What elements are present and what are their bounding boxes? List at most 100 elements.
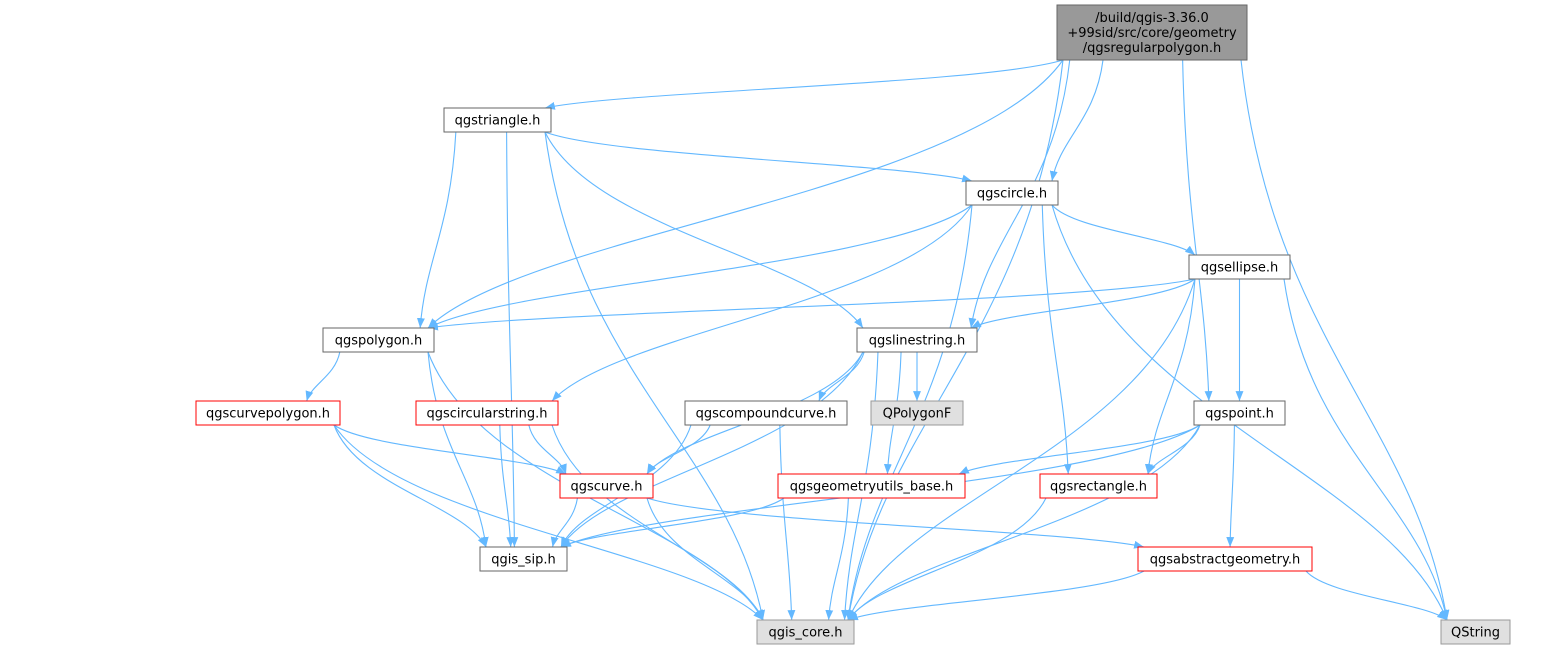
- node-box-qgis_sip: [479, 546, 568, 572]
- node-label-qgsabstractgeometry: qgsabstractgeometry.h: [1150, 553, 1300, 568]
- edge-qgsellipse-to-qgslinestring: [970, 278, 1196, 329]
- node-qgsabstractgeometry[interactable]: qgsabstractgeometry.h: [1137, 546, 1313, 572]
- edge-qgspolygon-to-qgis_sip: [427, 351, 489, 548]
- edge-root-to-qgscircle: [1049, 59, 1104, 182]
- edge-qgslinestring-to-qgis_core: [841, 351, 879, 621]
- edge-qgstriangle-to-qgspolygon: [416, 131, 457, 329]
- node-box-qgis_core: [756, 619, 855, 645]
- edge-qgscircle-to-qgscircularstring: [551, 204, 973, 402]
- edges-layer: [305, 59, 1450, 621]
- edge-qgsgeometryutils_base-to-qgis_core: [825, 497, 849, 621]
- node-box-qgscompoundcurve: [684, 400, 848, 426]
- node-qgscompoundcurve[interactable]: qgscompoundcurve.h: [684, 400, 848, 426]
- node-label-qgsgeometryutils_base: qgsgeometryutils_base.h: [790, 480, 953, 495]
- edge-qgsellipse-to-qgis_core: [847, 278, 1196, 621]
- node-box-root: [1056, 4, 1248, 61]
- edge-root-to-qgspolygon: [427, 59, 1064, 329]
- node-box-qgscurvepolygon: [195, 400, 341, 426]
- node-qgscircle[interactable]: qgscircle.h: [965, 180, 1059, 206]
- edge-qgslinestring-to-qgis_sip: [560, 351, 864, 548]
- node-label-root: +99sid/src/core/geometry: [1067, 26, 1237, 41]
- node-qgstriangle[interactable]: qgstriangle.h: [443, 107, 552, 133]
- edge-qgscircle-to-QString: [1051, 204, 1448, 621]
- node-box-qgscircularstring: [415, 400, 559, 426]
- node-qgscircularstring[interactable]: qgscircularstring.h: [415, 400, 559, 426]
- edge-qgspoint-to-qgsgeometryutils_base: [958, 424, 1201, 475]
- edge-qgstriangle-to-qgis_sip: [506, 131, 519, 548]
- node-label-qgspoint: qgspoint.h: [1205, 407, 1274, 422]
- edge-qgsabstractgeometry-to-qgis_core: [847, 570, 1145, 621]
- edge-root-to-QString: [1240, 59, 1450, 621]
- node-qgsgeometryutils_base[interactable]: qgsgeometryutils_base.h: [777, 473, 966, 499]
- node-label-qgscurvepolygon: qgscurvepolygon.h: [206, 407, 330, 422]
- edge-qgstriangle-to-qgscircle: [544, 131, 973, 183]
- edge-root-to-qgstriangle: [544, 59, 1064, 110]
- node-label-qgis_core: qgis_core.h: [769, 626, 843, 641]
- node-label-qgspolygon: qgspolygon.h: [335, 334, 423, 349]
- edge-qgspoint-to-qgsrectangle: [1147, 424, 1201, 475]
- node-box-qgscurve: [559, 473, 654, 499]
- node-qgslinestring[interactable]: qgslinestring.h: [856, 327, 978, 353]
- node-box-qgstriangle: [443, 107, 552, 133]
- node-label-qgscircularstring: qgscircularstring.h: [426, 407, 547, 422]
- edge-root-to-qgis_core: [845, 59, 1064, 621]
- node-box-QString: [1440, 619, 1511, 645]
- edge-qgstriangle-to-qgslinestring: [544, 131, 864, 329]
- edge-qgsgeometryutils_base-to-qgis_sip: [560, 497, 785, 548]
- nodes-layer: /build/qgis-3.36.0+99sid/src/core/geomet…: [195, 4, 1511, 645]
- node-box-qgsellipse: [1188, 254, 1291, 280]
- node-box-qgsrectangle: [1039, 473, 1158, 499]
- edge-qgstriangle-to-qgis_core: [544, 131, 766, 621]
- edge-root-to-qgslinestring: [968, 59, 1071, 329]
- node-root[interactable]: /build/qgis-3.36.0+99sid/src/core/geomet…: [1056, 4, 1248, 61]
- node-box-qgspoint: [1193, 400, 1286, 426]
- edge-qgspoint-to-qgis_core: [847, 424, 1201, 621]
- node-qgscurvepolygon[interactable]: qgscurvepolygon.h: [195, 400, 341, 426]
- node-qgspolygon[interactable]: qgspolygon.h: [322, 327, 435, 353]
- node-box-qgsabstractgeometry: [1137, 546, 1313, 572]
- node-qgspoint[interactable]: qgspoint.h: [1193, 400, 1286, 426]
- node-qgis_core[interactable]: qgis_core.h: [756, 619, 855, 645]
- node-qgsellipse[interactable]: qgsellipse.h: [1188, 254, 1291, 280]
- node-QString[interactable]: QString: [1440, 619, 1511, 645]
- edge-qgsabstractgeometry-to-QString: [1305, 570, 1448, 621]
- node-label-qgstriangle: qgstriangle.h: [455, 114, 541, 129]
- node-label-QString: QString: [1451, 626, 1500, 641]
- node-QPolygonF[interactable]: QPolygonF: [870, 400, 964, 426]
- node-box-qgspolygon: [322, 327, 435, 353]
- edge-qgscircle-to-qgis_core: [845, 204, 973, 621]
- edge-qgscompoundcurve-to-qgis_core: [779, 424, 796, 621]
- node-label-qgscompoundcurve: qgscompoundcurve.h: [696, 407, 837, 422]
- node-qgis_sip[interactable]: qgis_sip.h: [479, 546, 568, 572]
- edge-qgscurve-to-qgis_sip: [550, 497, 578, 548]
- node-qgscurve[interactable]: qgscurve.h: [559, 473, 654, 499]
- node-label-qgscircle: qgscircle.h: [977, 187, 1047, 202]
- node-label-qgslinestring: qgslinestring.h: [869, 334, 965, 349]
- edge-qgscircle-to-qgsrectangle: [1041, 204, 1072, 475]
- edge-qgscurvepolygon-to-qgis_core: [333, 424, 764, 621]
- edge-qgsellipse-to-QString: [1283, 278, 1449, 621]
- edge-qgspoint-to-qgsabstractgeometry: [1226, 424, 1235, 548]
- node-label-qgsellipse: qgsellipse.h: [1201, 261, 1279, 276]
- edge-root-to-qgspoint: [1182, 59, 1213, 402]
- edge-qgslinestring-to-qgscompoundcurve: [818, 351, 865, 402]
- edge-qgsrectangle-to-qgis_core: [847, 497, 1047, 621]
- node-label-root: /qgsregularpolygon.h: [1083, 41, 1221, 56]
- edge-qgsellipse-to-qgsrectangle: [1144, 278, 1196, 475]
- edge-qgscircularstring-to-qgscurve: [528, 424, 567, 475]
- edge-qgscurve-to-qgis_core: [646, 497, 764, 621]
- edge-qgscurve-to-qgsabstractgeometry: [646, 497, 1145, 549]
- node-qgsrectangle[interactable]: qgsrectangle.h: [1039, 473, 1158, 499]
- node-box-qgslinestring: [856, 327, 978, 353]
- edge-qgscircularstring-to-qgis_core: [551, 424, 764, 621]
- node-box-qgscircle: [965, 180, 1059, 206]
- node-box-QPolygonF: [870, 400, 964, 426]
- edge-qgsellipse-to-qgspolygon: [427, 278, 1196, 331]
- edge-qgscircle-to-qgspolygon: [427, 204, 973, 329]
- edge-qgscircularstring-to-qgis_sip: [499, 424, 515, 548]
- node-label-qgsrectangle: qgsrectangle.h: [1050, 480, 1147, 495]
- node-label-root: /build/qgis-3.36.0: [1095, 11, 1209, 26]
- edge-qgscurvepolygon-to-qgscurve: [333, 424, 567, 475]
